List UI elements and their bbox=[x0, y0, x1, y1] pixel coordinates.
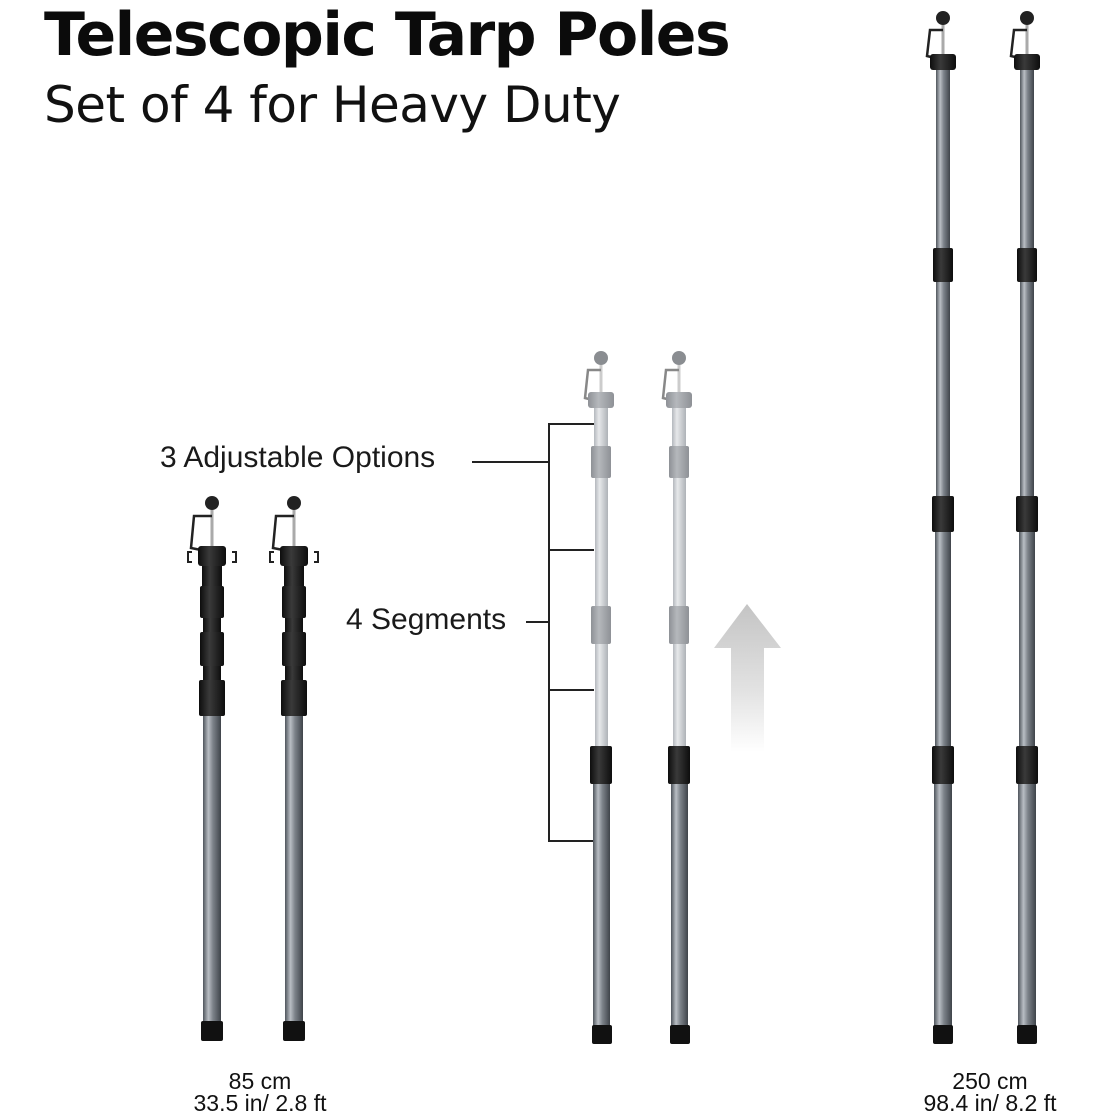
page-subtitle: Set of 4 for Heavy Duty bbox=[44, 76, 621, 134]
collapsed-pole-2 bbox=[269, 496, 319, 1041]
extended-pole-2 bbox=[1009, 11, 1040, 1044]
extending-pole-1 bbox=[583, 351, 614, 1044]
up-arrow-icon bbox=[714, 604, 781, 752]
collapsed-length: 85 cm 33.5 in/ 2.8 ft bbox=[150, 1068, 370, 1116]
segments-label: 4 Segments bbox=[346, 603, 507, 636]
collapsed-length-imperial: 33.5 in/ 2.8 ft bbox=[193, 1090, 327, 1116]
page-title: Telescopic Tarp Poles bbox=[44, 0, 731, 70]
extended-length-imperial: 98.4 in/ 8.2 ft bbox=[923, 1090, 1057, 1116]
adjustable-options-label: 3 Adjustable Options bbox=[160, 441, 436, 474]
collapsed-pole-1 bbox=[187, 496, 237, 1041]
extended-pole-1 bbox=[925, 11, 956, 1044]
collapsed-length-metric: 85 cm bbox=[228, 1068, 292, 1094]
extended-length-metric: 250 cm bbox=[952, 1068, 1028, 1094]
segments-bracket bbox=[472, 423, 594, 842]
extended-length: 250 cm 98.4 in/ 8.2 ft bbox=[880, 1068, 1100, 1116]
extending-pole-2 bbox=[661, 351, 692, 1044]
